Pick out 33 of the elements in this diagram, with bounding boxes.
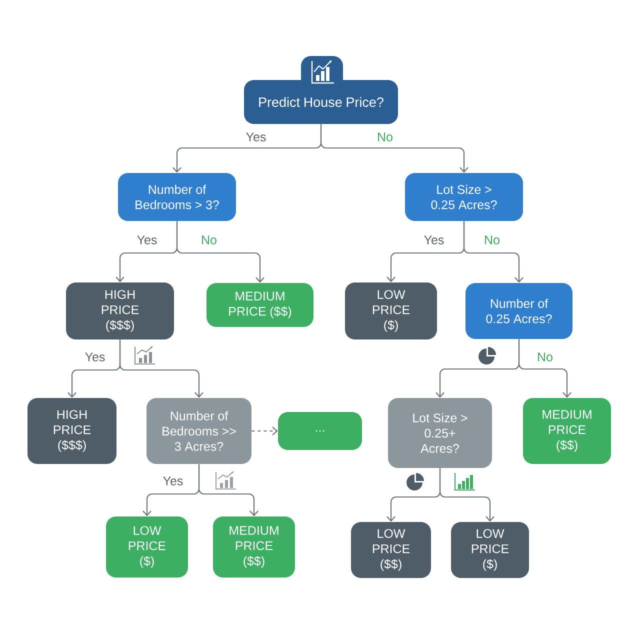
decision-box: Predict House Price? [244, 56, 398, 124]
edge-label: No [485, 236, 500, 244]
result-box: MEDIUM PRICE ($$) [523, 398, 611, 464]
edge-label: Yes [424, 236, 444, 244]
arrow [119, 340, 204, 398]
decision-box: Number of 0.25 Acres? [466, 283, 572, 339]
edge-label: Yes [137, 236, 157, 244]
arrow [518, 339, 572, 398]
edge-label: No [202, 236, 216, 244]
result-box: LOW PRICE ($$) [351, 522, 431, 578]
result-box: HIGH PRICE ($$$) [66, 282, 174, 340]
edge-label: No [378, 132, 392, 142]
result-box: HIGH PRICE ($$$) [28, 398, 116, 464]
arrow [320, 124, 468, 173]
result-box: MEDIUM PRICE ($$) [213, 516, 295, 578]
decision-box: Lot Size > 0.25+ Acres? [388, 398, 492, 468]
decision-box: Number of Bedrooms > 3? [118, 173, 236, 221]
arrow [176, 221, 264, 283]
edge-label: Yes [163, 476, 183, 486]
arrow [439, 468, 494, 522]
result-box: MEDIUM PRICE ($$) [206, 283, 314, 327]
ellipsis-box: ... [278, 412, 362, 450]
decision-box: Lot Size > 0.25 Acres? [405, 173, 523, 221]
arrow [463, 221, 524, 283]
result-box: LOW PRICE ($) [345, 282, 437, 340]
edge-label: Yes [246, 132, 266, 142]
arrow [252, 426, 278, 436]
edge-label: No [538, 352, 552, 362]
edge-label: Yes [85, 352, 105, 362]
result-box: LOW PRICE ($) [106, 516, 188, 578]
arrow [198, 464, 258, 516]
result-box: LOW PRICE ($) [451, 522, 529, 578]
decision-box: Number of Bedrooms >> 3 Acres? [146, 398, 252, 464]
